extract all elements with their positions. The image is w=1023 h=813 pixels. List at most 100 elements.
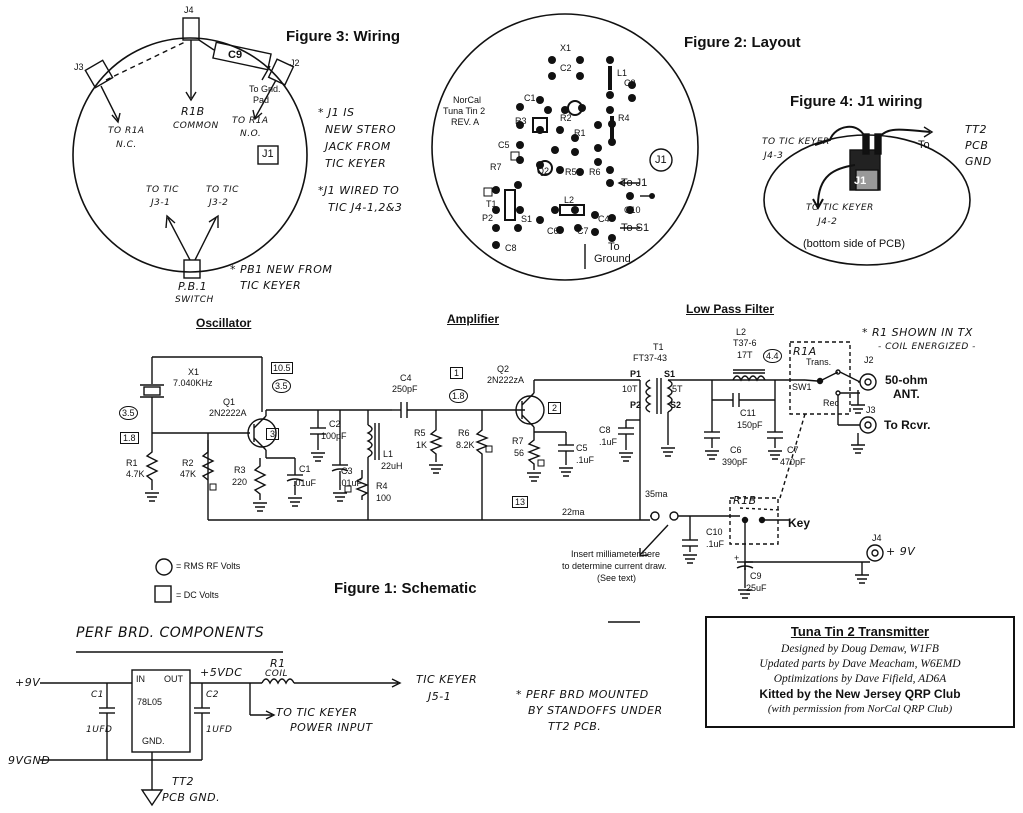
- fig2-r7: R7: [490, 162, 502, 172]
- perf-note-2: BY STANDOFFS UNDER: [528, 704, 663, 717]
- r1-label: R1: [126, 458, 138, 468]
- v-1-8a: 1.8: [120, 432, 139, 444]
- c5-value: .1uF: [576, 455, 595, 465]
- fig2-j1: J1: [655, 154, 667, 166]
- r2-label: R2: [182, 458, 194, 468]
- r7-label: R7: [512, 436, 524, 446]
- c11-label: C11: [740, 408, 756, 418]
- v-3-5b: 3.5: [119, 406, 138, 420]
- x1-value: 7.040KHz: [173, 378, 213, 388]
- amplifier-title: Amplifier: [447, 312, 500, 326]
- c9-value: 25uF: [746, 583, 767, 593]
- fig3-j2-label: J2: [290, 58, 300, 68]
- fig3-j4-label: J4: [184, 5, 194, 15]
- perf-tic-keyer-2: J5-1: [428, 690, 452, 703]
- fig2-t1: T1: [486, 199, 497, 209]
- ma22: 22ma: [562, 507, 585, 517]
- fig2-c7: C7: [577, 226, 589, 236]
- fig3-to-gnd: To Gnd.: [249, 84, 281, 94]
- perf-to-tic-2: POWER INPUT: [290, 721, 373, 734]
- c7-label: C7: [787, 445, 799, 455]
- fig2-board-2: Tuna Tin 2: [443, 106, 486, 116]
- credits-line-4: Kitted by the New Jersey QRP Club: [759, 687, 961, 701]
- perf-c2-val: 1UFD: [206, 725, 233, 735]
- fig3-note-j1-1: * J1 IS: [318, 106, 355, 119]
- fig4-j4-2: J4-2: [818, 217, 838, 227]
- c9-plus: +: [734, 553, 740, 563]
- perf-tt2: TT2: [172, 775, 194, 788]
- perf-gnd9v: 9VGND: [8, 754, 51, 767]
- v-3-5a: 3.5: [272, 379, 291, 393]
- trans-label: Trans.: [806, 357, 832, 367]
- fig3-j3-1: J3-1: [151, 198, 171, 208]
- figure-3-title: Figure 3: Wiring: [286, 28, 401, 45]
- perf-note-1: * PERF BRD MOUNTED: [516, 688, 649, 701]
- j3-label: J3: [866, 405, 876, 415]
- perf-c1-val: 1UFD: [86, 725, 113, 735]
- c9-label: C9: [750, 571, 762, 581]
- c1-value: .01uF: [293, 478, 317, 488]
- fig2-r6: R6: [589, 167, 601, 177]
- p1-label: P1: [630, 369, 642, 379]
- c5-label: C5: [576, 443, 588, 453]
- perf-coil: COIL: [265, 669, 289, 679]
- c8-value: .1uF: [599, 437, 618, 447]
- fig2-c10: C10: [624, 205, 641, 215]
- fig2-c8: C8: [505, 243, 517, 253]
- fig3-switch: SWITCH: [175, 295, 214, 305]
- q1-label: Q1: [223, 397, 236, 407]
- figure-3-wiring: [72, 17, 308, 279]
- fig3-to-tic-j3-1: TO TIC: [146, 185, 179, 195]
- perf-title: PERF BRD. COMPONENTS: [76, 625, 265, 641]
- r4-label: R4: [376, 481, 388, 491]
- fig4-j1: J1: [854, 175, 867, 187]
- to-rcvr-label: To Rcvr.: [884, 418, 931, 432]
- perf-gnd: GND.: [142, 736, 165, 746]
- fig2-s1: S1: [521, 214, 533, 224]
- perf-c1: C1: [91, 690, 105, 700]
- oscillator-title: Oscillator: [196, 316, 252, 330]
- j4-label: J4: [872, 533, 882, 543]
- p2-label: P2: [630, 400, 642, 410]
- l2-value-1: T37-6: [733, 338, 757, 348]
- fig3-to-r1a-no: TO R1A: [232, 116, 269, 126]
- fig2-board-1: NorCal: [453, 95, 482, 105]
- fig2-r3: R3: [515, 116, 527, 126]
- fig3-common: COMMON: [173, 121, 219, 131]
- r5-label: R5: [414, 428, 426, 438]
- c6-value: 390pF: [722, 457, 748, 467]
- fig3-note-pb1-2: TIC KEYER: [240, 279, 302, 292]
- credits-line-3: Optimizations by Dave Fifield, AD6A: [773, 673, 947, 685]
- q1-value: 2N2222A: [209, 408, 247, 418]
- v-3: 3: [266, 428, 280, 440]
- figure-4-j1-wiring: [763, 125, 971, 266]
- antenna-label-1: 50-ohm: [885, 373, 928, 387]
- perf-board-diagram: [40, 651, 402, 807]
- perf-note-3: TT2 PCB.: [548, 720, 602, 733]
- figure-1-schematic: [140, 341, 884, 623]
- j2-label: J2: [864, 355, 874, 365]
- fig3-pad: Pad: [253, 95, 270, 105]
- fig4-j4-3: J4-3: [764, 151, 784, 161]
- credits-line-2: Updated parts by Dave Meacham, W6EMD: [759, 658, 961, 670]
- q2-label: Q2: [497, 364, 510, 374]
- v-2: 2: [548, 402, 562, 414]
- figure-2-title: Figure 2: Layout: [684, 34, 801, 51]
- x1-label: X1: [188, 367, 200, 377]
- c6-label: C6: [730, 445, 742, 455]
- t1-value: FT37-43: [633, 353, 668, 363]
- insert-note-2: to determine current draw.: [562, 561, 667, 571]
- fig2-r5: R5: [565, 167, 577, 177]
- fig4-to: To: [918, 139, 930, 151]
- c11-value: 150pF: [737, 420, 763, 430]
- fig2-r1: R1: [574, 128, 586, 138]
- insert-note-3: (See text): [597, 573, 637, 583]
- t5-label: 5T: [672, 384, 683, 394]
- perf-r1: R1: [270, 657, 286, 670]
- fig2-c2: C2: [560, 63, 572, 73]
- pcb-pads: [492, 56, 655, 249]
- r5-value: 1K: [416, 440, 428, 450]
- antenna-label-2: ANT.: [893, 387, 920, 401]
- fig3-j3-label: J3: [74, 62, 84, 72]
- r1a-label: R1A: [793, 345, 817, 358]
